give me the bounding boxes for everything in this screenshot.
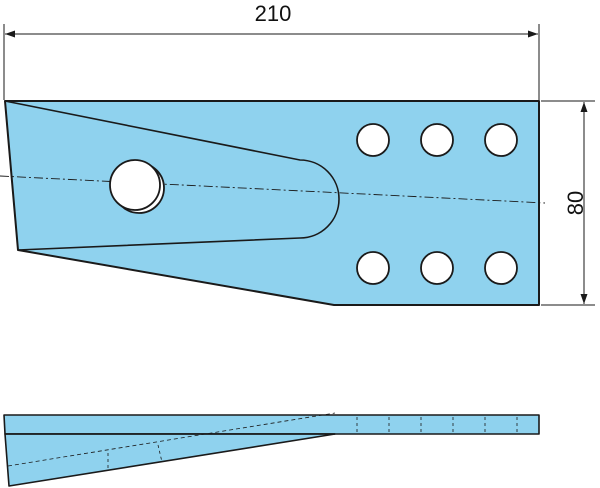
bolt-hole (356, 123, 390, 157)
height-label: 80 (563, 191, 588, 215)
hidden-line (7, 412, 336, 467)
bolt-hole (356, 251, 390, 285)
slot-outline (4, 100, 340, 251)
bolt-holes (356, 123, 518, 285)
hidden-line (157, 444, 163, 463)
mounting-hole (109, 159, 165, 214)
side-view (3, 412, 540, 487)
centerline (0, 175, 546, 204)
blade-plate (4, 100, 540, 306)
length-dimension: 210 (3, 1, 540, 100)
side-view-wedge (4, 433, 336, 487)
bolt-hole (484, 123, 518, 157)
side-view-hidden-lines (7, 412, 518, 470)
length-label: 210 (255, 1, 292, 26)
bolt-hole (420, 251, 454, 285)
height-dimension: 80 (541, 100, 595, 306)
side-view-upper-plate (3, 414, 540, 435)
mounting-hole-inner (109, 159, 161, 211)
bolt-hole (484, 251, 518, 285)
bolt-hole (420, 123, 454, 157)
plan-view (0, 100, 546, 306)
